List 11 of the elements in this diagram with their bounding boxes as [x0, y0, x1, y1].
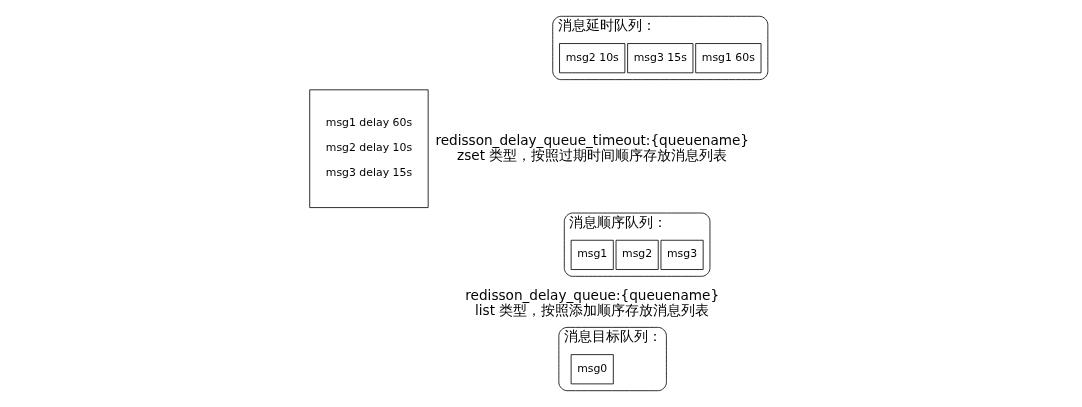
node-box: msg1 delay 60s msg2 delay 10s msg3 delay 15s [308, 89, 429, 208]
node-box: msg1 60s [694, 43, 761, 74]
node-box: msg3 [660, 239, 704, 270]
node-box: msg2 [615, 239, 659, 270]
node-box: msg0 [570, 354, 614, 385]
node-box: msg2 10s [558, 43, 625, 74]
node-box: msg1 [570, 239, 614, 270]
node-label: redisson_delay_queue:{queuename} [464, 287, 719, 304]
node-label: list 类型，按照添加顺序存放消息列表 [474, 302, 709, 319]
node-box: msg3 15s [626, 43, 693, 74]
node-label: redisson_delay_queue_timeout:{queuename} [434, 131, 749, 148]
